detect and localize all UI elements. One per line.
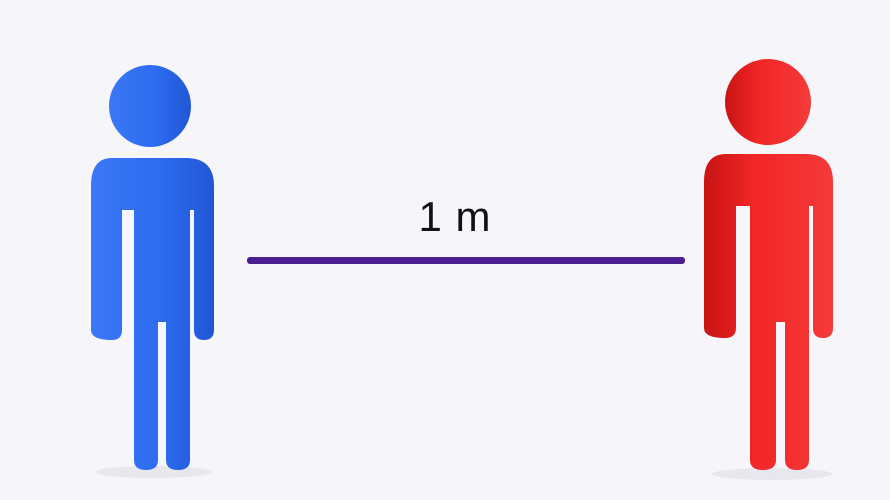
distance-label: 1 m bbox=[418, 193, 492, 240]
red-person-icon bbox=[704, 59, 833, 480]
distance-line bbox=[247, 257, 685, 264]
blue-person-icon bbox=[91, 65, 214, 478]
red-person-head bbox=[725, 59, 811, 145]
red-person-shadow bbox=[712, 468, 832, 480]
blue-person-body bbox=[91, 158, 214, 470]
blue-person-head bbox=[109, 65, 191, 147]
red-person-body bbox=[704, 154, 833, 470]
